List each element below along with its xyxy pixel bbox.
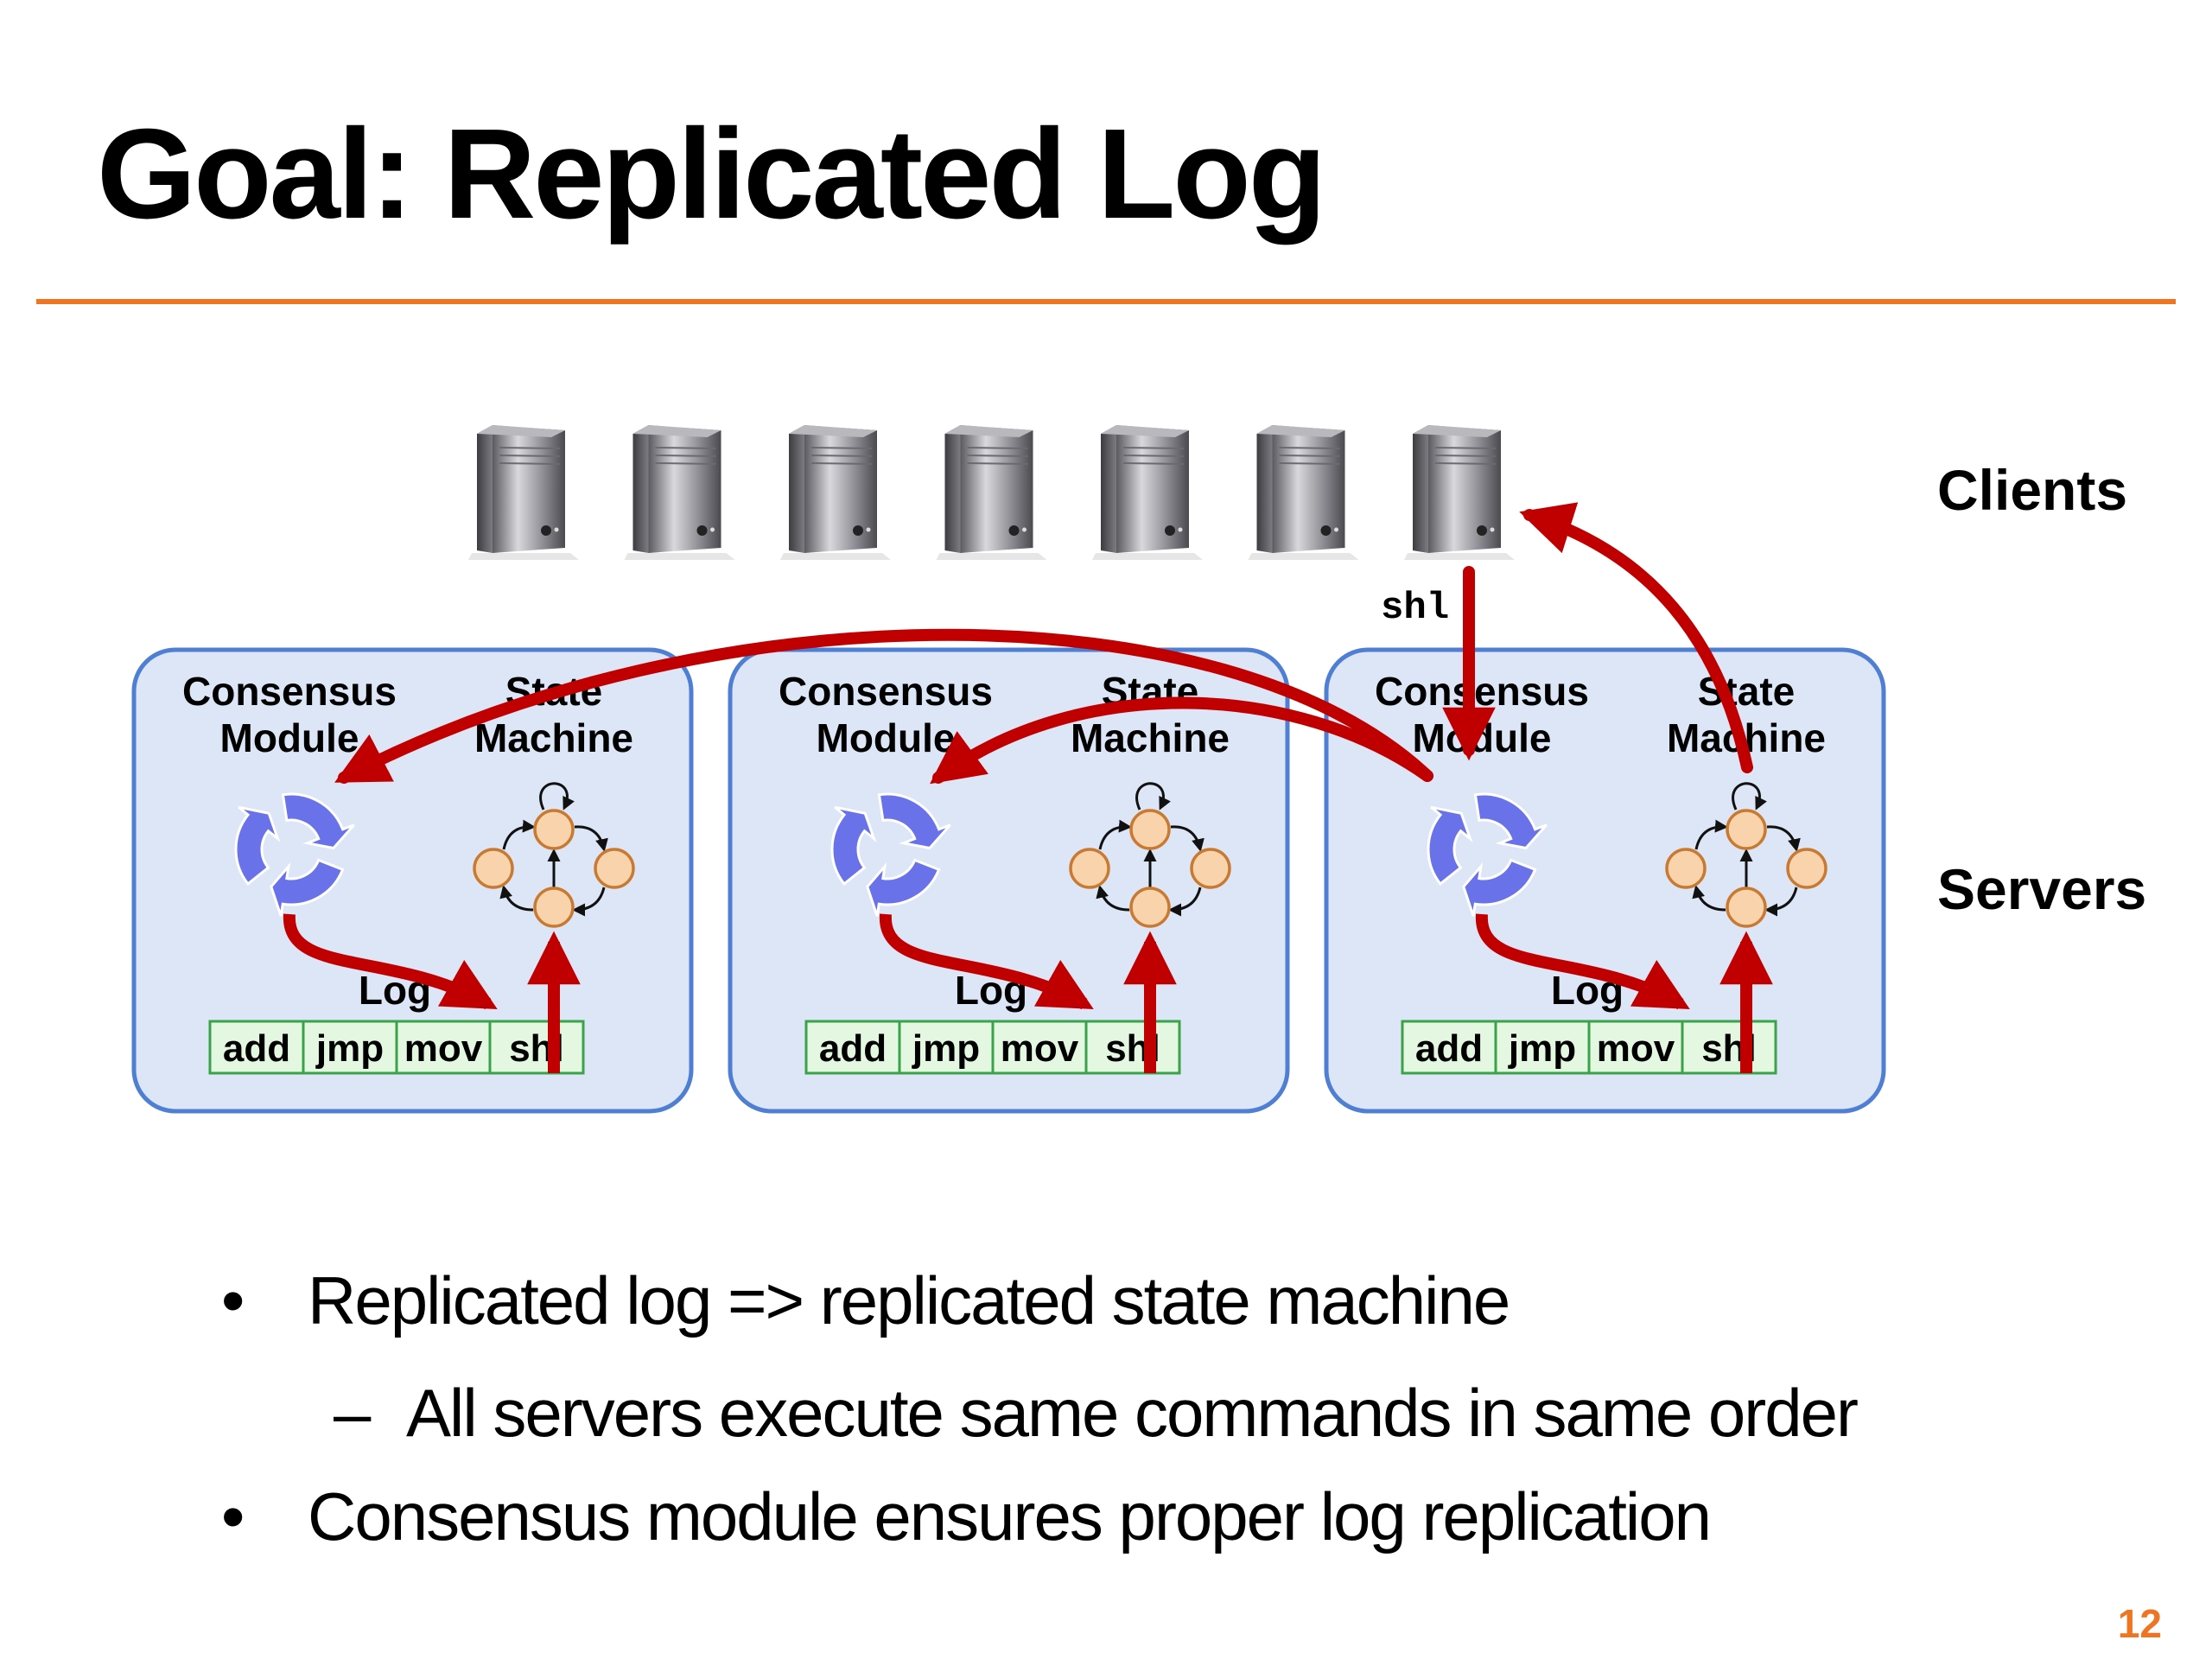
title-divider bbox=[36, 299, 2176, 304]
state-node bbox=[1665, 848, 1707, 889]
log-entry-text: add bbox=[819, 1027, 887, 1070]
client-command-label: shl bbox=[1381, 587, 1449, 630]
servers-label: Servers bbox=[1937, 857, 2146, 921]
state-node bbox=[1069, 848, 1110, 889]
state-node bbox=[533, 809, 575, 850]
bullet-marker: • bbox=[221, 1478, 245, 1554]
log-entry-text: add bbox=[223, 1027, 290, 1070]
consensus-module-label: Module bbox=[1413, 715, 1552, 760]
state-node bbox=[1129, 887, 1171, 928]
state-node bbox=[533, 887, 575, 928]
replicate-to-server1-arrow bbox=[334, 628, 1433, 784]
log-entry bbox=[1494, 1020, 1591, 1075]
sub-bullet-text: All servers execute same commands in sam… bbox=[406, 1375, 1859, 1451]
log-entry bbox=[302, 1020, 398, 1075]
slide-title: Goal: Replicated Log bbox=[97, 103, 1326, 245]
consensus-cycle-icon bbox=[1427, 792, 1548, 917]
state-machine-label: Machine bbox=[1071, 715, 1230, 760]
log-entry bbox=[395, 1020, 492, 1075]
state-node bbox=[1726, 887, 1767, 928]
state-machine-graph bbox=[1069, 782, 1231, 928]
local-flow-arrows bbox=[283, 913, 581, 1073]
client-computer-icon bbox=[468, 425, 579, 560]
log-entry bbox=[1084, 1020, 1181, 1075]
consensus-module-label: Consensus bbox=[182, 669, 397, 714]
log-entry bbox=[488, 1020, 585, 1075]
replicate-to-server2-arrow bbox=[930, 696, 1433, 785]
state-machine-label: Machine bbox=[474, 715, 633, 760]
state-node bbox=[1726, 809, 1767, 850]
consensus-module-label: Module bbox=[220, 715, 359, 760]
clients-row bbox=[468, 425, 1515, 560]
state-node bbox=[1786, 848, 1827, 889]
replicated-log-diagram: Clients Servers shl ConsensusModuleState… bbox=[131, 425, 2146, 1114]
log-entry bbox=[898, 1020, 995, 1075]
consensus-module-label: Consensus bbox=[779, 669, 993, 714]
consensus-cycle-icon bbox=[234, 792, 355, 917]
client-computer-icon bbox=[1404, 425, 1515, 560]
log-entry-text: add bbox=[1415, 1027, 1483, 1070]
state-node bbox=[473, 848, 514, 889]
log-entry bbox=[804, 1020, 901, 1075]
clients-label: Clients bbox=[1937, 458, 2127, 522]
log-entry bbox=[1681, 1020, 1777, 1075]
state-machine-graph bbox=[1665, 782, 1827, 928]
consensus-cycle-icon bbox=[830, 792, 951, 917]
replication-arrows bbox=[334, 502, 1753, 785]
client-computer-icon bbox=[936, 425, 1047, 560]
sub-bullet-marker: – bbox=[334, 1375, 371, 1451]
bullet-text: Consensus module ensures proper log repl… bbox=[308, 1478, 1712, 1554]
log-entry-text: mov bbox=[1597, 1027, 1675, 1070]
state-node bbox=[1129, 809, 1171, 850]
log-entry-text: mov bbox=[404, 1027, 483, 1070]
log-entry-text: jmp bbox=[1508, 1027, 1576, 1070]
state-node bbox=[1190, 848, 1231, 889]
bullet-marker: • bbox=[221, 1262, 245, 1338]
log-entry bbox=[208, 1020, 305, 1075]
bullet-text: Replicated log => replicated state machi… bbox=[308, 1262, 1510, 1338]
client-computer-icon bbox=[624, 425, 735, 560]
local-flow-arrows bbox=[1475, 913, 1773, 1073]
state-machine-graph bbox=[473, 782, 635, 928]
state-node bbox=[594, 848, 635, 889]
local-flow-arrows bbox=[879, 913, 1177, 1073]
client-computer-icon bbox=[1248, 425, 1359, 560]
log-entry-text: jmp bbox=[912, 1027, 980, 1070]
page-number: 12 bbox=[2117, 1601, 2162, 1646]
log-entry-text: jmp bbox=[315, 1027, 384, 1070]
client-computer-icon bbox=[1092, 425, 1203, 560]
client-computer-icon bbox=[780, 425, 891, 560]
consensus-module-label: Consensus bbox=[1375, 669, 1589, 714]
consensus-module-label: Module bbox=[817, 715, 956, 760]
log-entry-text: mov bbox=[1001, 1027, 1079, 1070]
response-to-client-arrow bbox=[1519, 502, 1753, 773]
